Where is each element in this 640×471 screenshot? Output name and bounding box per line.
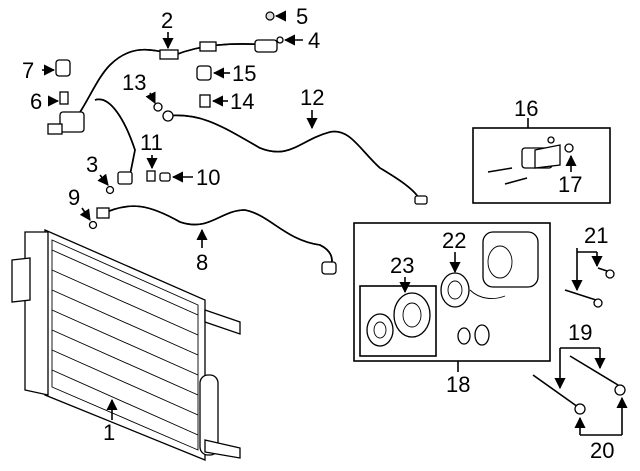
callout-11: 11 — [140, 130, 163, 155]
callout-5: 5 — [296, 4, 308, 29]
callout-22: 22 — [442, 228, 466, 253]
callout-14: 14 — [230, 89, 254, 114]
compressor-box — [353, 222, 551, 362]
callout-1: 1 — [103, 420, 115, 445]
callout-19: 19 — [568, 320, 592, 345]
callout-10: 10 — [196, 165, 220, 190]
callout-18: 18 — [446, 372, 470, 397]
condenser — [11, 229, 241, 461]
callout-16: 16 — [514, 96, 538, 121]
callout-6: 6 — [30, 89, 42, 114]
leader-lines — [42, 10, 628, 436]
callout-15: 15 — [232, 61, 256, 86]
callout-23: 23 — [390, 253, 414, 278]
bracket-kit-box — [472, 127, 611, 204]
callout-8: 8 — [196, 250, 208, 275]
callout-labels: 1 2 3 4 5 6 7 8 9 10 11 12 13 14 15 16 1… — [22, 4, 614, 463]
liquid-line — [162, 110, 428, 205]
small-fittings — [55, 11, 284, 230]
callout-4: 4 — [308, 28, 320, 53]
lower-line — [96, 205, 337, 275]
callout-9: 9 — [68, 185, 80, 210]
callout-21: 21 — [584, 223, 608, 248]
hose-assembly-upper — [47, 39, 278, 185]
mounting-bolts — [532, 267, 626, 415]
callout-2: 2 — [161, 8, 173, 33]
callout-17: 17 — [558, 172, 582, 197]
callout-7: 7 — [22, 58, 34, 83]
callout-13: 13 — [122, 70, 146, 95]
callout-3: 3 — [86, 152, 98, 177]
callout-12: 12 — [300, 85, 324, 110]
callout-20: 20 — [590, 438, 614, 463]
